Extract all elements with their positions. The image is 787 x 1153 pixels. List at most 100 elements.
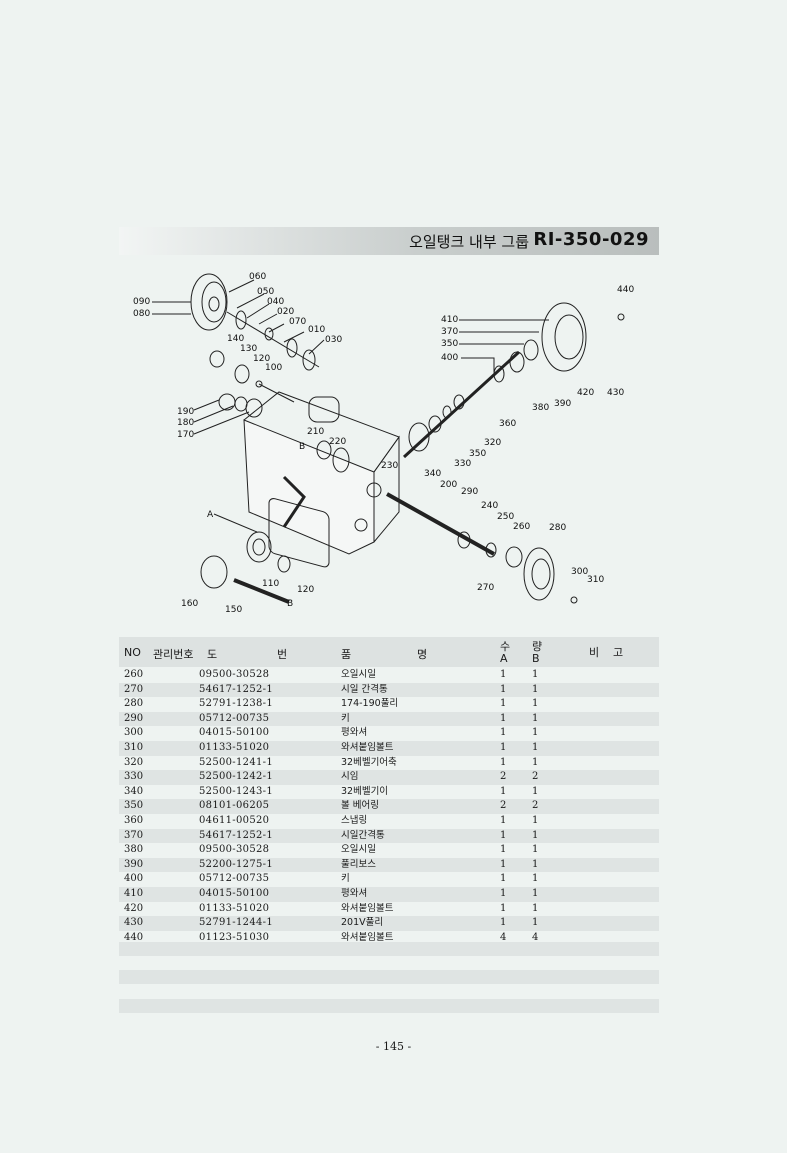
- cell-code: 52500-1243-1: [199, 785, 273, 797]
- cell-qty-b: 1: [532, 887, 539, 899]
- svg-text:410: 410: [441, 315, 458, 325]
- svg-text:190: 190: [177, 407, 194, 417]
- svg-text:270: 270: [477, 583, 494, 593]
- cell-no: 370: [124, 829, 144, 841]
- cell-qty-b: 1: [532, 712, 539, 724]
- cell-name: 스냅링: [341, 814, 368, 826]
- cell-name: 와셔붙임볼트: [341, 931, 394, 943]
- cell-no: 260: [124, 669, 144, 680]
- cell-qty-a: 1: [500, 844, 507, 856]
- cell-name: 키: [341, 873, 350, 885]
- cell-name: 32베벨기이: [341, 785, 389, 797]
- cell-name: 시임: [341, 771, 359, 783]
- cell-no: 340: [124, 785, 144, 797]
- svg-text:440: 440: [617, 285, 634, 295]
- header-no: NO: [124, 646, 141, 659]
- cell-qty-b: 1: [532, 785, 539, 797]
- cell-qty-b: 2: [532, 771, 539, 783]
- svg-text:160: 160: [181, 599, 198, 609]
- cell-qty-a: 1: [500, 756, 507, 768]
- cell-qty-b: 1: [532, 741, 539, 753]
- svg-text:040: 040: [267, 297, 284, 307]
- cell-name: 평와셔: [341, 727, 368, 739]
- cell-qty-a: 1: [500, 683, 507, 695]
- svg-text:250: 250: [497, 512, 514, 522]
- cell-name: 와셔붙임볼트: [341, 902, 394, 914]
- svg-text:230: 230: [381, 461, 398, 471]
- cell-qty-a: 4: [500, 931, 507, 943]
- svg-text:100: 100: [265, 363, 282, 373]
- cell-qty-a: 1: [500, 887, 507, 899]
- cell-code: 04015-50100: [199, 727, 270, 739]
- svg-text:200: 200: [440, 480, 457, 490]
- cell-qty-b: 1: [532, 902, 539, 914]
- cell-qty-a: 1: [500, 917, 507, 929]
- header-code-b: 번: [277, 648, 288, 661]
- svg-text:320: 320: [484, 438, 501, 448]
- cell-no: 430: [124, 917, 144, 929]
- cell-no: 290: [124, 712, 144, 724]
- cell-qty-a: 2: [500, 771, 507, 783]
- page-number: - 145 -: [375, 1040, 412, 1053]
- cell-qty-a: 1: [500, 741, 507, 753]
- svg-text:B: B: [287, 599, 293, 609]
- cell-code: 54617-1252-1: [199, 683, 273, 695]
- header-qty-b: 량: [532, 640, 543, 653]
- cell-qty-b: 4: [532, 931, 539, 943]
- cell-qty-b: 1: [532, 814, 539, 826]
- cell-code: 04015-50100: [199, 887, 270, 899]
- cell-code: 05712-00735: [199, 712, 270, 724]
- blank-row: [119, 970, 659, 984]
- cell-qty-b: 1: [532, 829, 539, 841]
- svg-text:370: 370: [441, 327, 458, 337]
- cell-no: 390: [124, 858, 144, 870]
- svg-text:080: 080: [133, 309, 150, 319]
- svg-text:340: 340: [424, 469, 441, 479]
- cell-no: 360: [124, 814, 144, 826]
- cell-qty-a: 1: [500, 873, 507, 885]
- cell-name: 시일 간격통: [341, 683, 388, 695]
- svg-text:010: 010: [308, 325, 325, 335]
- cell-no: 270: [124, 683, 144, 695]
- cell-code: 04611-00520: [199, 814, 270, 826]
- svg-text:300: 300: [571, 567, 588, 577]
- svg-text:260: 260: [513, 522, 530, 532]
- cell-no: 380: [124, 844, 144, 856]
- cell-qty-a: 1: [500, 698, 507, 710]
- cell-name: 시일간격통: [341, 829, 385, 841]
- svg-text:B: B: [299, 442, 305, 452]
- svg-text:330: 330: [454, 459, 471, 469]
- svg-text:420: 420: [577, 388, 594, 398]
- svg-text:130: 130: [240, 344, 257, 354]
- cell-name: 평와셔: [341, 887, 368, 899]
- cell-code: 52500-1241-1: [199, 756, 273, 768]
- svg-text:210: 210: [307, 427, 324, 437]
- cell-code: 54617-1252-1: [199, 829, 273, 841]
- header-qty-a: 수: [500, 640, 511, 653]
- svg-text:290: 290: [461, 487, 478, 497]
- cell-name: 오일시일: [341, 844, 376, 856]
- svg-text:020: 020: [277, 307, 294, 317]
- cell-name: 와셔붙임볼트: [341, 741, 394, 753]
- cell-name: 오일시일: [341, 669, 376, 680]
- svg-text:180: 180: [177, 418, 194, 428]
- cell-code: 08101-06205: [199, 800, 270, 812]
- svg-text:360: 360: [499, 419, 516, 429]
- cell-no: 300: [124, 727, 144, 739]
- svg-text:120: 120: [253, 354, 270, 364]
- cell-qty-b: 1: [532, 844, 539, 856]
- cell-code: 05712-00735: [199, 873, 270, 885]
- cell-qty-b: 1: [532, 858, 539, 870]
- svg-text:380: 380: [532, 403, 549, 413]
